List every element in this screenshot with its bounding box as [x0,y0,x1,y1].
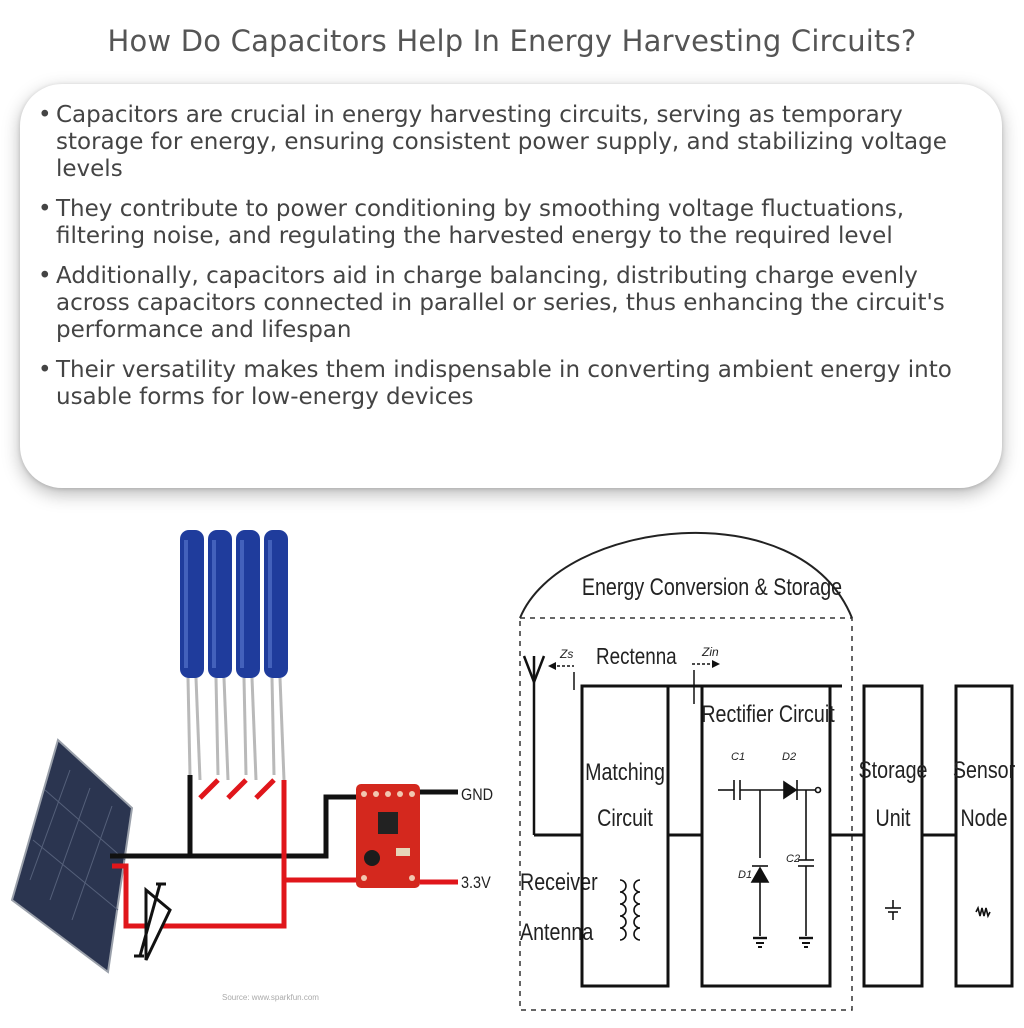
source-credit: Source: www.sparkfun.com [222,993,319,1002]
diagram-area: GND 3.3V Source: www.sparkfun.com Energy… [0,510,1024,1028]
capacitor-series-links [198,778,276,800]
rectifier-label: Rectifier Circuit [701,700,834,727]
zin-arrow [692,660,720,704]
sensor-label-line2: Node [960,804,1007,831]
matching-label-line1: Matching [585,758,665,785]
regulator-board-icon [356,784,420,888]
diode-icon [134,882,172,961]
summary-card: Capacitors are crucial in energy harvest… [20,84,1002,488]
bullet-item: Additionally, capacitors aid in charge b… [36,263,978,344]
bullet-item: They contribute to power conditioning by… [36,196,978,250]
supercapacitor-icon [180,530,204,781]
bullet-list: Capacitors are crucial in energy harvest… [36,102,978,411]
page-title: How Do Capacitors Help In Energy Harvest… [107,24,917,58]
right-block-diagram: Energy Conversion & Storage Zs Rectenna … [519,531,1015,1011]
c1-label: C1 [731,751,745,763]
supercapacitor-icon [236,530,260,781]
matching-label-line2: Circuit [597,804,653,831]
zin-label: Zin [701,645,719,659]
bullet-item: Their versatility makes them indispensab… [36,357,978,411]
rectifier-schematic [718,780,822,948]
c2-label: C2 [786,853,800,865]
resistor-icon [975,905,991,919]
storage-unit-box [862,684,924,988]
supercapacitor-icons [180,530,288,781]
zs-arrow [548,662,575,690]
antenna-icon [522,655,546,835]
positive-wire [112,780,458,929]
storage-label-line2: Unit [876,804,911,831]
supercapacitor-icon [208,530,232,781]
zs-label: Zs [559,647,573,661]
gnd-label: GND [461,786,493,804]
transformer-icon [619,879,641,941]
left-circuit-diagram: GND 3.3V Source: www.sparkfun.com [10,530,493,1002]
d2-label: D2 [782,751,796,763]
storage-label-line1: Storage [859,756,928,783]
solar-panel-icon [10,738,134,974]
group-arch [519,531,853,619]
sensor-node-box [954,684,1014,988]
sensor-label-line1: Sensor [953,756,1015,783]
rectifier-circuit-box [700,684,832,988]
group-dashed-box [519,617,853,1011]
bullet-item: Capacitors are crucial in energy harvest… [36,102,978,183]
supercapacitor-icon [264,530,288,781]
voltage-label: 3.3V [461,874,491,892]
rectenna-label: Rectenna [596,644,677,669]
battery-icon [885,900,901,920]
receiver-label-line1: Receiver [520,868,598,895]
ground-wire [110,775,458,859]
d1-label: D1 [738,869,752,881]
matching-circuit-box [580,684,670,988]
group-label: Energy Conversion & Storage [582,573,842,600]
